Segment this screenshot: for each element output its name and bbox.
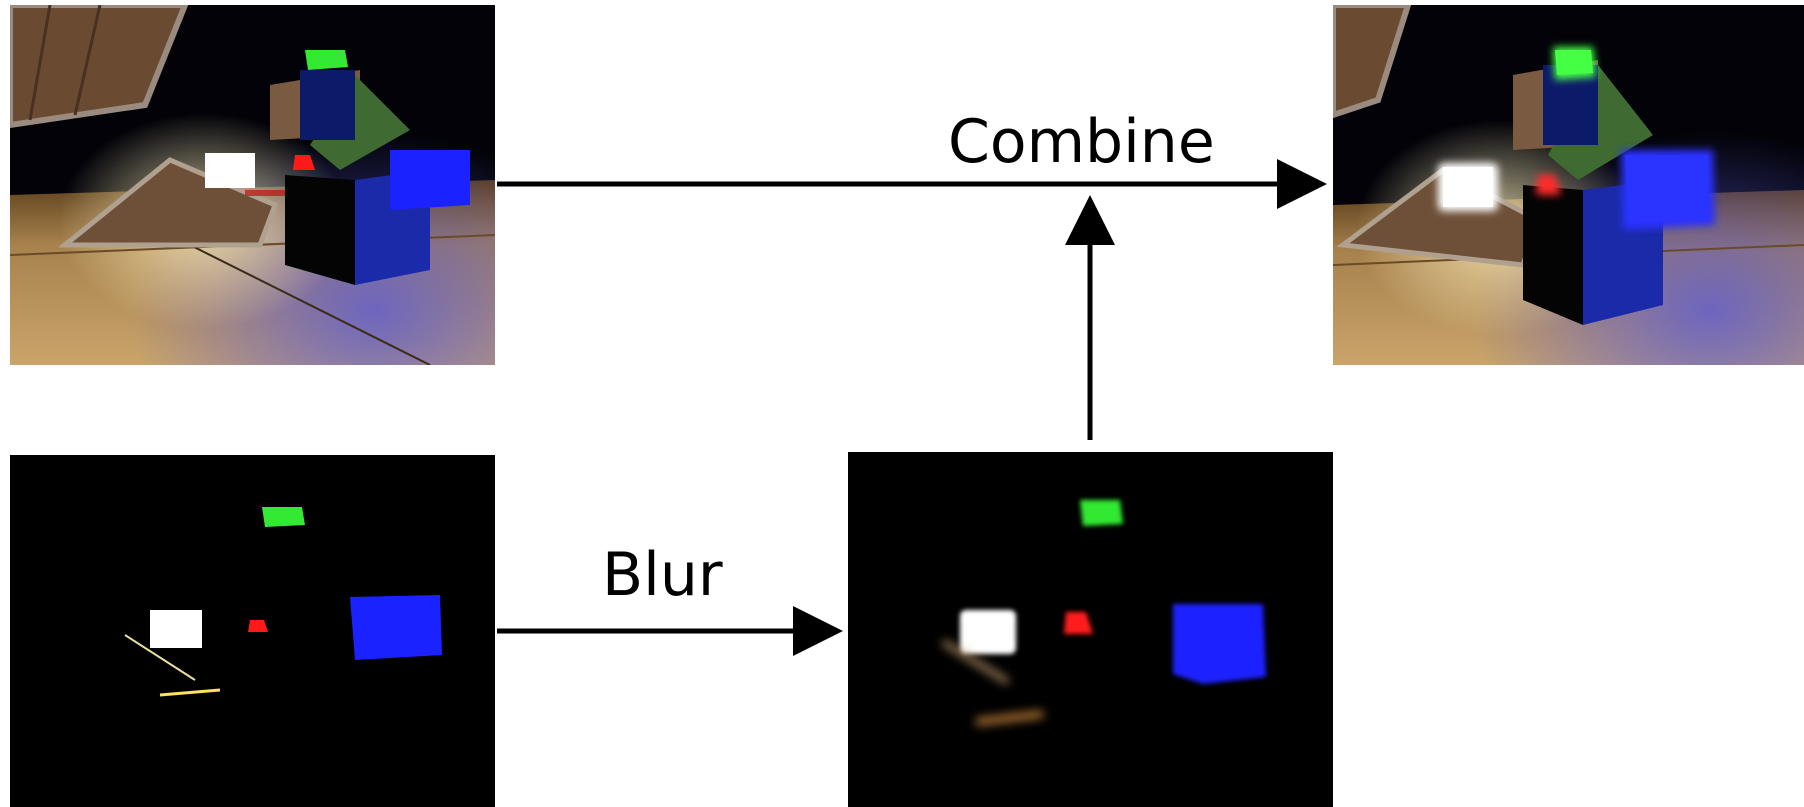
crate-black — [285, 175, 355, 285]
combined-result-panel — [1333, 5, 1804, 365]
crate-top-left — [10, 5, 189, 129]
crate-top-left — [1333, 5, 1412, 119]
white-light — [150, 610, 202, 648]
blue-light — [390, 150, 470, 210]
red-light — [1064, 612, 1093, 634]
crate-sloped — [57, 157, 279, 248]
blurred-panel — [848, 452, 1333, 807]
edge-highlight — [941, 639, 1010, 685]
scene-render-panel — [10, 5, 495, 365]
white-light — [960, 610, 1016, 654]
green-light — [305, 50, 348, 70]
green-light — [262, 507, 305, 527]
blue-light — [1173, 604, 1266, 684]
blue-light — [350, 595, 442, 660]
crate-green — [1548, 65, 1653, 180]
floor-highlight — [975, 711, 1044, 725]
floor-highlight — [159, 688, 221, 697]
edge-highlight — [124, 634, 196, 681]
combine-label: Combine — [948, 107, 1215, 177]
red-light — [1536, 175, 1561, 195]
blur-label: Blur — [602, 540, 723, 610]
crate-black — [1523, 185, 1583, 325]
crate-blue-small — [300, 70, 355, 140]
crate-green — [310, 75, 410, 170]
bright-pass-panel — [10, 455, 495, 807]
red-light — [293, 155, 315, 170]
green-light — [1080, 500, 1123, 526]
white-light — [205, 153, 255, 188]
red-light — [248, 620, 268, 632]
